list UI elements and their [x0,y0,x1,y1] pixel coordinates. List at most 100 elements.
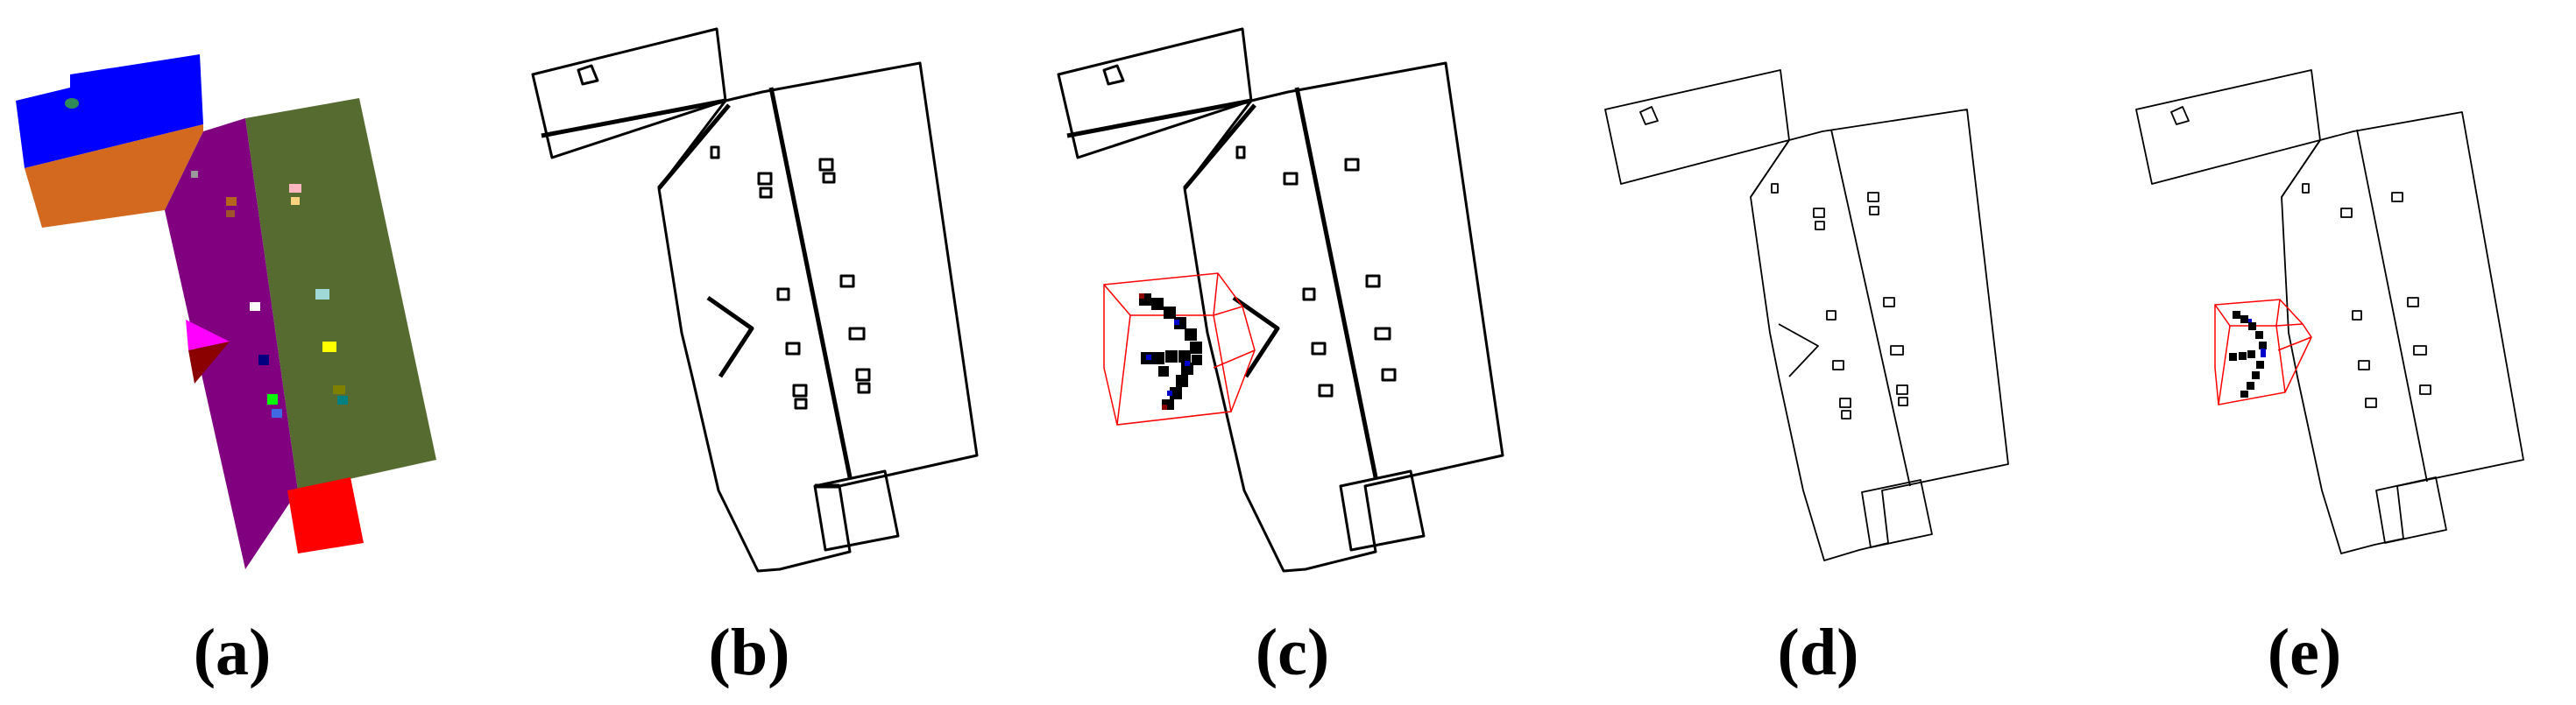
voxel-highlights [1146,320,1190,396]
roof-outline-detail-figure [1057,27,1504,573]
caption-d-letter: d [1799,616,1837,689]
outline-hip [1750,139,1790,198]
outline-chimney [1102,64,1125,86]
detail-a2 [226,197,237,206]
outline-chimney [1639,106,1659,125]
panel-c: (c) [1034,0,1560,689]
caption-a: (a) [193,616,272,689]
outline-window-9 [1381,368,1397,382]
detail-box [2214,299,2312,405]
outline-window-2 [757,172,773,186]
outline-window-5 [1365,274,1381,288]
outline-main-body [657,61,979,573]
voxel-highlights [2248,319,2266,357]
caption-e-letter: e [2289,616,2319,689]
outline-window-8 [785,342,801,356]
outline-window-5 [2407,297,2419,307]
roof-plane-red [287,477,364,553]
outline-dormer [1232,295,1280,378]
detail-a9 [322,342,336,352]
outline-window-6 [776,287,790,301]
caption-a-letter: a [216,616,249,689]
roof-outline-thin-figure [1604,69,2009,561]
panel-e: (e) [2068,0,2576,689]
panel-b: (b) [508,0,1034,689]
outline-ridge-top [1066,98,1252,138]
detail-a8 [258,355,269,365]
roof-plane-top [16,54,203,168]
outline-dormer [1778,323,1819,377]
panel-a: (a) [0,0,491,689]
outline-window-6 [1311,342,1327,356]
detail-a13 [337,396,348,405]
outline-window-1 [1235,145,1246,159]
outline-window-2 [1813,208,1825,218]
outline-top-block [2135,69,2321,185]
detail-box [1103,272,1256,426]
roof-plane-orange [25,124,203,228]
detail-a7 [315,289,329,300]
outline-top-block [1604,69,1790,185]
outline-window-7 [1374,327,1391,341]
chimney-green [65,98,79,109]
outline-window-6 [2358,360,2370,370]
caption-d: (d) [1777,616,1859,689]
detail-a3 [226,210,235,217]
outline-hip [2281,139,2321,198]
outline-ridge-main [2356,129,2428,483]
outline-window-12 [1896,384,1908,395]
outline-window-2 [2340,208,2353,218]
outline-window-11 [1841,410,1851,419]
outline-window-10 [792,384,808,398]
roof-plane-purple [165,118,298,569]
outline-annex [1339,469,1426,552]
outline-window-4 [1302,287,1316,301]
outline-annex [2375,476,2447,544]
detail-a4 [289,184,301,193]
outline-main-body [2281,111,2524,554]
outline-ridge-top [541,98,726,138]
roof-plane-darkred [188,342,230,384]
outline-window-1 [1771,183,1779,194]
roof-outline-thin-detail-figure [2135,69,2524,554]
caption-c: (c) [1255,616,1330,689]
outline-window-3 [1344,158,1360,172]
outline-window-12 [855,368,871,382]
outline-window-4 [2352,310,2362,321]
outline-window-13 [857,382,871,394]
voxel-cluster [2229,311,2267,398]
outline-window-1 [710,145,720,159]
caption-b-letter: b [730,616,768,689]
outline-ridge-main [1294,87,1378,478]
outline-window-3 [1815,221,1825,230]
outline-annex [813,469,900,552]
detail-a12 [333,385,345,394]
outline-window-8 [2365,398,2377,408]
outline-window-8 [1318,384,1334,398]
outline-chimney [2170,106,2190,125]
outline-window-3 [759,187,773,199]
voxel-red-edges [1139,293,1167,410]
outline-window-7 [1883,297,1895,307]
detail-a11 [272,409,282,418]
caption-b: (b) [708,616,790,689]
outline-main-body [1750,109,2009,561]
outline-window-9 [1890,345,1904,356]
outline-annex [1861,479,1933,548]
outline-window-10 [1839,398,1851,408]
outline-window-4 [818,158,834,172]
outline-window-5 [1869,206,1879,215]
detail-a1 [191,171,198,178]
outline-chimney [577,64,599,86]
outline-window-7 [839,274,855,288]
outline-main-body [1183,61,1504,573]
outline-window-1 [2302,183,2310,194]
outline-dormer [706,295,754,378]
outline-hip [1183,103,1256,190]
detail-a10 [267,394,278,405]
roof-outline-bold-figure [531,27,979,573]
outline-window-5 [822,172,836,184]
roof-plane-magenta [186,320,230,350]
detail-a5 [291,197,300,205]
panel-d: (d) [1560,0,2068,689]
